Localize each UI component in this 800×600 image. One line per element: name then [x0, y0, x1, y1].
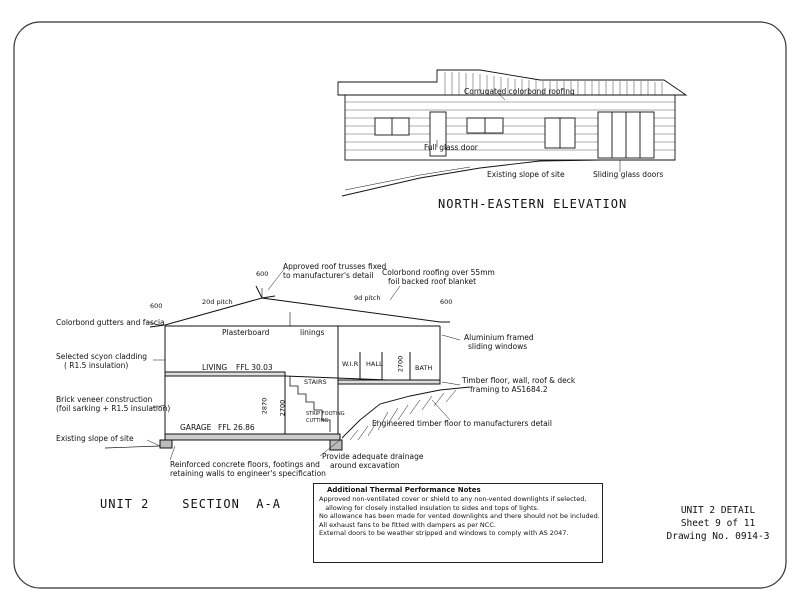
callout-slope: Existing slope of site: [56, 434, 134, 443]
notes-heading: Additional Thermal Performance Notes: [327, 486, 481, 494]
callout-cladding-line2: ( R1.5 insulation): [64, 361, 129, 370]
callout-engineered: Engineered timber floor to manufacturers…: [372, 419, 552, 428]
callout-trusses: Approved roof trusses fixed to manufactu…: [283, 262, 386, 280]
ground-hatch: [349, 389, 457, 441]
elevation-sliding-label: Sliding glass doors: [593, 170, 664, 179]
dim-2870: 2870: [260, 397, 269, 415]
callout-brick-line2: (foil sarking + R1.5 insulation): [56, 404, 171, 413]
callout-colorbond-line1: Colorbond roofing over 55mm: [382, 268, 495, 277]
notes-line: No allowance has been made for vented do…: [319, 512, 600, 520]
callout-brick-line1: Brick veneer construction: [56, 395, 153, 404]
full-glass-door: [429, 111, 447, 157]
title-block-sheet: Sheet 9 of 11: [680, 518, 756, 529]
elevation-title: NORTH-EASTERN ELEVATION: [438, 197, 628, 211]
title-block-drawing-no: Drawing No. 0914-3: [666, 531, 770, 542]
room-plasterboard: Plasterboard: [222, 328, 270, 337]
section-title: UNIT 2 SECTION A-A: [100, 497, 281, 511]
callout-timber-line1: Timber floor, wall, roof & deck: [462, 376, 576, 385]
callout-cladding-line1: Selected scyon cladding: [56, 352, 148, 361]
garage-slab: [164, 433, 341, 441]
callout-concrete: Reinforced concrete floors, footings and…: [170, 460, 326, 478]
notes-line: External doors to be weather stripped an…: [319, 529, 569, 537]
callout-aluminium: Aluminium framed sliding windows: [464, 333, 534, 351]
cutting: CUTTING: [306, 418, 329, 424]
ffl-living: FFL 30.03: [236, 363, 273, 372]
thermal-notes: Additional Thermal Performance Notes App…: [313, 483, 603, 563]
dim-2700-a: 2700: [278, 399, 287, 417]
room-bath: BATH: [415, 364, 433, 372]
dim-600-top: 600: [256, 270, 269, 278]
callout-aluminium-line1: Aluminium framed: [464, 333, 534, 342]
section-roof-right: [255, 285, 450, 323]
room-living: LIVING: [202, 363, 228, 372]
callout-concrete-line1: Reinforced concrete floors, footings and: [170, 460, 320, 469]
dim-600-left: 600: [150, 302, 163, 310]
callout-trusses-line1: Approved roof trusses fixed: [283, 262, 387, 271]
dim-600-right: 600: [440, 298, 453, 306]
excavation-line: [341, 386, 471, 439]
callout-concrete-line2: retaining walls to engineer's specificat…: [170, 469, 326, 478]
sheet-border: [13, 21, 787, 589]
callout-cladding: Selected scyon cladding ( R1.5 insulatio…: [56, 352, 147, 370]
elevation-drawing: [337, 69, 688, 197]
strip-footing: STRIP FOOTING: [306, 411, 345, 417]
title-block: UNIT 2 DETAIL Sheet 9 of 11 Drawing No. …: [663, 504, 773, 543]
pitch-left: 20d pitch: [202, 298, 233, 306]
elevation-glass-door-label: Full glass door: [424, 143, 478, 152]
ffl-garage: FFL 26.86: [218, 423, 255, 432]
room-garage: GARAGE: [180, 423, 212, 432]
callout-drainage-line1: Provide adequate drainage: [322, 452, 424, 461]
room-hall: HALL: [366, 360, 383, 368]
notes-line: All exhaust fans to be fitted with dampe…: [319, 520, 496, 529]
pitch-right: 9d pitch: [354, 294, 381, 302]
callout-timber: Timber floor, wall, roof & deck framing …: [462, 376, 575, 394]
elevation-slope-label: Existing slope of site: [487, 170, 565, 179]
callout-trusses-line2: to manufacturer's detail: [283, 271, 374, 280]
upper-floor: [337, 379, 441, 385]
elevation-roofing-label: Corrugated colorbond roofing: [464, 87, 575, 96]
callout-colorbond-line2: foil backed roof blanket: [388, 277, 477, 286]
callout-brick: Brick veneer construction (foil sarking …: [56, 395, 170, 413]
dim-2700-b: 2700: [396, 355, 405, 373]
notes-line: allowing for closely installed insulatio…: [319, 503, 540, 512]
callout-drainage-line2: around excavation: [330, 461, 400, 470]
leader-lines: [146, 267, 461, 461]
living-floor: [164, 371, 286, 377]
room-linings: linings: [300, 328, 325, 337]
stairs: [289, 376, 331, 432]
callout-timber-line2: framing to AS1684.2: [470, 385, 548, 394]
callout-colorbond: Colorbond roofing over 55mm foil backed …: [382, 268, 495, 286]
room-wir: W.I.R: [342, 360, 359, 368]
callout-aluminium-line2: sliding windows: [468, 342, 528, 351]
elevation-wall: [344, 94, 676, 161]
callout-gutters: Colorbond gutters and fascia: [56, 318, 165, 327]
section-roof: [149, 295, 276, 328]
title-block-name: UNIT 2 DETAIL: [680, 505, 756, 516]
notes-line: Approved non-ventilated cover or shield …: [319, 495, 587, 503]
room-stairs: STAIRS: [304, 378, 327, 386]
section-drawing: [104, 267, 471, 461]
callout-drainage: Provide adequate drainage around excavat…: [322, 452, 423, 470]
roof-corrugation: [444, 72, 663, 95]
existing-ground: [104, 445, 161, 449]
elevation-ground: [341, 159, 675, 197]
